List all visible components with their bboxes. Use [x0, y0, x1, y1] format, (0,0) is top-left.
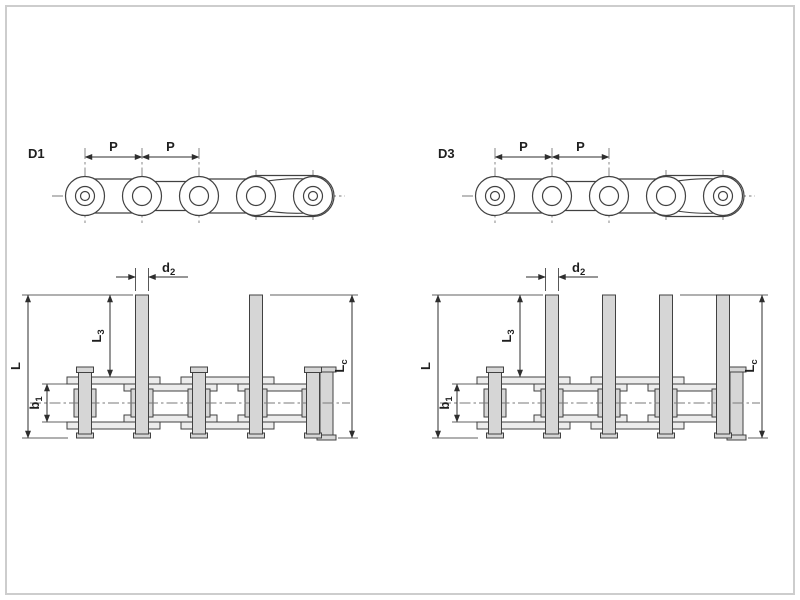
- dim-label-b1: b1: [27, 396, 45, 410]
- top-view-chain: [51, 147, 346, 226]
- dim-label-d2: d2: [162, 260, 175, 278]
- diagram-d3: D3 P P d2 L3 L b1 Lc: [418, 139, 768, 441]
- dim-label-l3: L3: [499, 329, 517, 342]
- diagram-label: D3: [438, 146, 455, 161]
- dim-label-l3: L3: [89, 329, 107, 342]
- extended-pin: [716, 294, 730, 435]
- pitch-dim-label-1: P: [519, 139, 528, 154]
- dim-label-lc: Lc: [742, 359, 760, 372]
- standard-pin: [486, 366, 504, 435]
- standard-pin: [304, 366, 322, 435]
- dim-label-l: L: [418, 362, 433, 370]
- extended-pin: [249, 294, 263, 435]
- pitch-dim-label-1: P: [109, 139, 118, 154]
- top-view-chain: [461, 147, 756, 226]
- pitch-dim-label-2: P: [166, 139, 175, 154]
- extended-pin: [602, 294, 616, 435]
- diagram-d1: D1 P P d2 L3 L b1 Lc: [8, 139, 358, 441]
- extended-pin: [659, 294, 673, 435]
- extended-pin: [545, 294, 559, 435]
- dim-label-b1: b1: [437, 396, 455, 410]
- dim-label-lc: Lc: [332, 359, 350, 372]
- extended-pin: [135, 294, 149, 435]
- diagram-label: D1: [28, 146, 45, 161]
- standard-pin: [76, 366, 94, 435]
- dim-label-d2: d2: [572, 260, 585, 278]
- standard-pin: [190, 366, 208, 435]
- pitch-dim-label-2: P: [576, 139, 585, 154]
- dim-label-l: L: [8, 362, 23, 370]
